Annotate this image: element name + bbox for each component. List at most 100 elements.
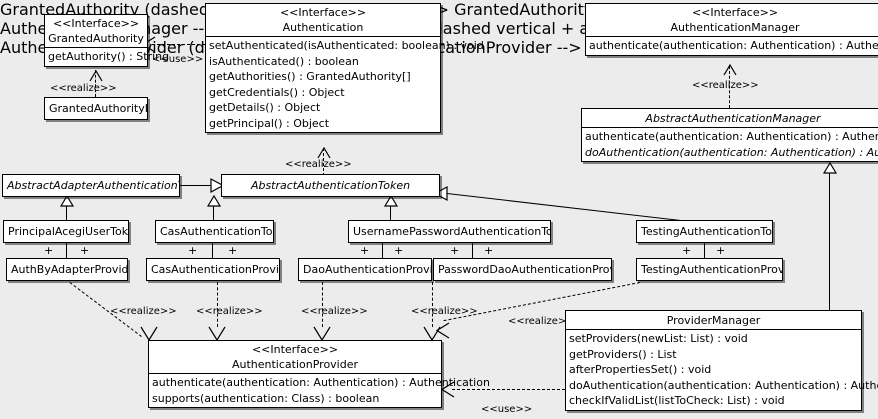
edge-label-realize-auth-by-adapter: <<realize>> — [110, 306, 177, 317]
class-box-cas-authentication-token[interactable]: CasAuthenticationToken — [155, 220, 274, 243]
class-stereotype: <<Interface>> — [279, 6, 367, 19]
class-box-password-dao-authentication-provider[interactable]: PasswordDaoAuthenticationProvider — [433, 258, 612, 281]
edge-label-realize-abstract-authentication-manager: <<realize>> — [692, 80, 759, 91]
assoc-multiplicity-plus: + — [44, 244, 54, 257]
class-member: isAuthenticated() : boolean — [209, 54, 359, 68]
class-box-provider-manager[interactable]: ProviderManager setProviders(newList: Li… — [565, 310, 878, 411]
edge-assoc-username-password-dao-provider — [472, 242, 473, 260]
class-member: getCredentials() : Object — [209, 85, 345, 99]
class-box-authentication-provider[interactable]: <<Interface>> AuthenticationProvider aut… — [148, 340, 490, 408]
class-member: doAuthentication(authentication: Authent… — [585, 145, 878, 159]
edge-assoc-username-dao-provider — [382, 242, 383, 260]
open-arrow-icon — [436, 322, 450, 339]
class-name: TestingAuthenticationToken — [641, 225, 772, 238]
class-separator — [586, 36, 878, 37]
class-separator — [206, 36, 440, 37]
class-box-username-password-authentication-token[interactable]: UsernamePasswordAuthenticationToken — [348, 220, 551, 243]
class-box-testing-authentication-provider[interactable]: TestingAuthenticationProvider — [636, 258, 783, 281]
edge-label-realize-provider-manager: <<realize>> — [508, 316, 575, 327]
class-box-auth-by-adapter-provider[interactable]: AuthByAdapterProvider — [6, 258, 128, 281]
class-separator — [582, 127, 878, 128]
class-member: setProviders(newList: List) : void — [569, 332, 748, 345]
class-box-granted-authority[interactable]: <<Interface>> GrantedAuthority getAuthor… — [44, 14, 169, 67]
edge-realize-granted-authority-impl — [95, 70, 96, 97]
class-member: getPrincipal() : Object — [209, 116, 330, 130]
class-header: CasAuthenticationProvider — [147, 259, 279, 280]
class-box-granted-authority-impl[interactable]: GrantedAuthorityImpl — [44, 97, 148, 120]
class-header: GrantedAuthorityImpl — [45, 98, 147, 119]
edge-realize-password-dao-provider — [432, 282, 433, 327]
class-members: setAuthenticated(isAuthenticated: boolea… — [206, 37, 484, 132]
class-member: authenticate(authentication: Authenticat… — [585, 130, 878, 143]
class-stereotype: <<Interface>> — [691, 6, 779, 19]
class-separator — [566, 329, 861, 330]
class-name: AuthenticationManager — [670, 21, 800, 34]
open-arrow-down-icon — [140, 326, 158, 341]
assoc-multiplicity-plus: + — [188, 244, 198, 257]
class-box-abstract-authentication-manager[interactable]: AbstractAuthenticationManager authentica… — [581, 108, 878, 162]
edge-realize-cas-provider — [217, 282, 218, 327]
class-member: getAuthorities() : GrantedAuthority[] — [209, 70, 411, 83]
hollow-triangle-icon — [88, 70, 104, 82]
edge-assoc-principal-auth-by-adapter — [66, 242, 67, 260]
hollow-triangle-icon — [59, 195, 75, 207]
edge-use-granted-authority — [152, 44, 205, 45]
open-arrow-icon — [441, 381, 455, 398]
class-box-dao-authentication-provider[interactable]: DaoAuthenticationProvider — [298, 258, 432, 281]
class-box-testing-authentication-token[interactable]: TestingAuthenticationToken — [636, 220, 773, 243]
hollow-triangle-left-icon — [434, 186, 448, 201]
class-members: authenticate(authentication: Authenticat… — [586, 37, 878, 55]
assoc-multiplicity-plus: + — [450, 244, 460, 257]
edge-generalize-testing-token — [446, 193, 689, 222]
class-header: PasswordDaoAuthenticationProvider — [434, 259, 611, 280]
edge-use-provider-manager — [452, 389, 565, 390]
class-box-authentication[interactable]: <<Interface>> Authentication setAuthenti… — [205, 3, 484, 133]
class-box-abstract-adapter-authentication-token[interactable]: AbstractAdapterAuthenticationToken — [2, 174, 180, 197]
class-header: <<Interface>> AuthenticationProvider — [149, 341, 441, 373]
class-member: afterPropertiesSet() : void — [569, 363, 712, 376]
class-header: PrincipalAcegiUserToken — [4, 221, 128, 242]
class-header: CasAuthenticationToken — [156, 221, 273, 242]
edge-assoc-cas-token-provider — [212, 242, 213, 260]
class-separator — [149, 373, 441, 374]
class-name: Authentication — [282, 21, 364, 34]
assoc-multiplicity-plus: + — [394, 244, 404, 257]
class-box-authentication-manager[interactable]: <<Interface>> AuthenticationManager auth… — [585, 3, 878, 56]
hollow-triangle-icon — [316, 147, 332, 159]
class-name: ProviderManager — [666, 314, 761, 327]
class-box-cas-authentication-provider[interactable]: CasAuthenticationProvider — [146, 258, 280, 281]
class-name: CasAuthenticationProvider — [151, 263, 279, 276]
class-name: AuthByAdapterProvider — [11, 263, 127, 276]
edge-generalize-adapter-token — [180, 185, 214, 186]
edge-generalize-cas-token — [213, 205, 214, 221]
class-name: DaoAuthenticationProvider — [303, 263, 431, 276]
class-header: AbstractAuthenticationManager — [582, 109, 878, 127]
class-name: AbstractAuthenticationToken — [250, 179, 411, 192]
hollow-triangle-icon — [383, 195, 399, 207]
edge-generalize-provider-manager — [829, 172, 830, 310]
edge-generalize-principal-acegi — [66, 205, 67, 221]
class-header: UsernamePasswordAuthenticationToken — [349, 221, 550, 242]
edge-assoc-testing-token-provider — [704, 242, 705, 260]
edge-label-realize-abstract-authentication-token: <<realize>> — [285, 159, 352, 170]
class-member: authenticate(authentication: Authenticat… — [152, 376, 490, 389]
class-header: ProviderManager — [566, 311, 861, 329]
class-stereotype: <<Interface>> — [251, 343, 339, 356]
class-header: TestingAuthenticationProvider — [637, 259, 782, 280]
class-name: GrantedAuthorityImpl — [49, 102, 147, 115]
hollow-triangle-icon — [206, 195, 222, 207]
class-name: PrincipalAcegiUserToken — [8, 225, 128, 238]
edge-label-realize-dao-provider: <<realize>> — [301, 306, 368, 317]
class-members: getAuthority() : String — [45, 48, 169, 66]
class-box-principal-acegi-user-token[interactable]: PrincipalAcegiUserToken — [3, 220, 129, 243]
class-member: doAuthentication(authentication: Authent… — [569, 378, 878, 392]
open-arrow-down-icon — [208, 326, 226, 341]
assoc-multiplicity-plus: + — [682, 244, 692, 257]
assoc-multiplicity-plus: + — [484, 244, 494, 257]
class-member: supports(authentication: Class) : boolea… — [152, 391, 380, 405]
class-member: getDetails() : Object — [209, 101, 321, 114]
class-box-abstract-authentication-token[interactable]: AbstractAuthenticationToken — [221, 174, 440, 197]
class-header: DaoAuthenticationProvider — [299, 259, 431, 280]
class-name: PasswordDaoAuthenticationProvider — [438, 263, 611, 276]
